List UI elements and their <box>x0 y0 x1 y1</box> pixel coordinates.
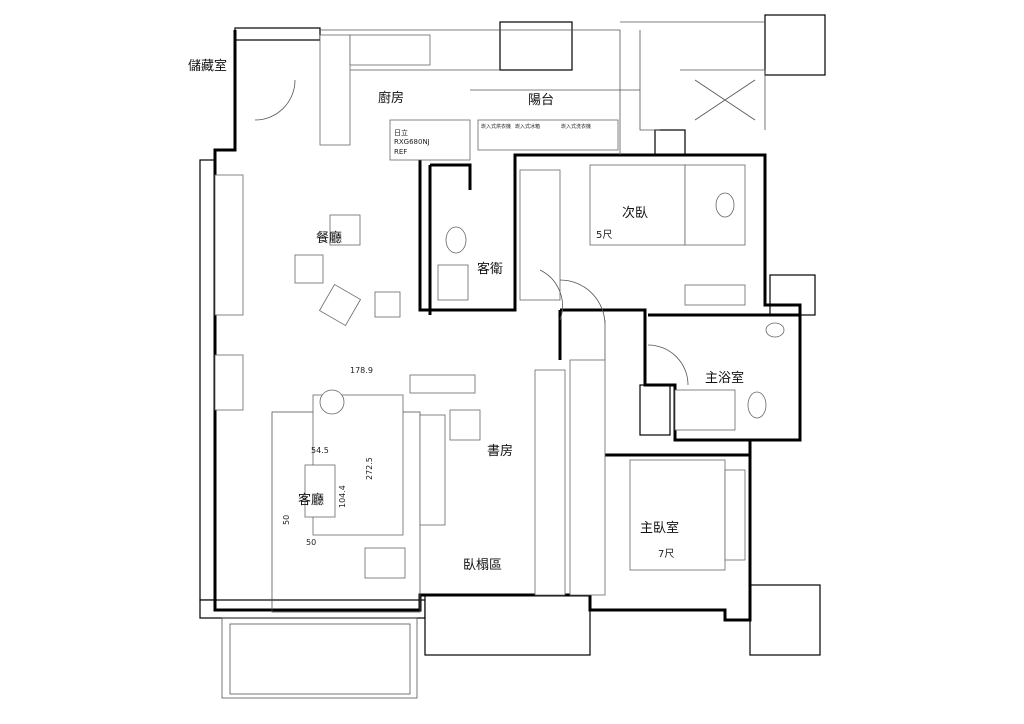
room-label-guest-bath: 客衛 <box>477 262 504 277</box>
wardrobe-study <box>534 369 566 596</box>
column-bath <box>639 384 671 436</box>
dim-stool-height: 50 <box>282 514 291 525</box>
room-label-living: 客廳 <box>298 493 325 508</box>
guest-toilet <box>445 226 467 254</box>
master-toilet <box>747 391 767 419</box>
room-label-storage: 儲藏室 <box>188 59 228 74</box>
bottom-balcony-inner <box>229 623 411 695</box>
balcony-lines <box>320 21 766 155</box>
wardrobe-master <box>569 359 606 596</box>
appliance-dryer: 崁入式烘衣機 <box>481 124 512 130</box>
master-bed-size: 7尺 <box>658 549 675 560</box>
room-label-balcony: 陽台 <box>528 93 555 108</box>
room-label-master-bedroom: 主臥室 <box>640 521 680 536</box>
guest-bath-wall <box>428 163 472 315</box>
fridge-model: RXG680NJ <box>394 138 430 146</box>
second-bed-size: 5尺 <box>596 230 613 241</box>
room-label-dining: 餐廳 <box>316 231 343 246</box>
room-label-tatami: 臥榻區 <box>463 558 503 573</box>
shower <box>674 389 736 431</box>
wall-left <box>199 159 216 601</box>
column-bottom-right <box>749 584 821 656</box>
master-bed <box>629 459 726 571</box>
second-bed <box>589 164 686 246</box>
column-bottom-mid <box>424 594 591 656</box>
outer-walls <box>213 30 802 622</box>
appliance-washer: 崁入式洗衣機 <box>561 124 592 130</box>
armchair <box>364 547 406 579</box>
fridge-tag: REF <box>394 148 408 156</box>
fridge-block <box>389 119 471 161</box>
dim-stool-width: 50 <box>306 538 317 547</box>
wardrobe-second <box>519 169 561 301</box>
bottom-balcony <box>221 617 418 699</box>
appliance-row <box>477 119 619 151</box>
room-label-kitchen: 廚房 <box>378 91 405 106</box>
column-top <box>499 21 573 71</box>
appliance-fridge: 崁入式冰箱 <box>515 124 541 130</box>
wall-top-left <box>234 27 321 41</box>
dim-table-width: 54.5 <box>311 446 329 455</box>
fridge-brand: 日立 <box>394 129 408 137</box>
wardrobe-left <box>214 174 244 316</box>
door-swings <box>254 79 689 386</box>
coffee-table <box>304 464 336 518</box>
dim-table-length: 104.4 <box>338 485 347 508</box>
counter <box>319 34 351 146</box>
column-right <box>769 274 816 316</box>
column-top-right <box>764 14 826 76</box>
sink-counter <box>349 34 431 66</box>
room-label-master-bath: 主浴室 <box>705 371 745 386</box>
dim-sofa-length: 272.5 <box>365 457 374 480</box>
master-bath-wall <box>560 308 750 442</box>
column-balcony <box>654 129 686 156</box>
room-label-second-bedroom: 次臥 <box>622 206 649 221</box>
dim-sofa-width: 178.9 <box>350 366 373 375</box>
room-label-study: 書房 <box>487 444 514 459</box>
